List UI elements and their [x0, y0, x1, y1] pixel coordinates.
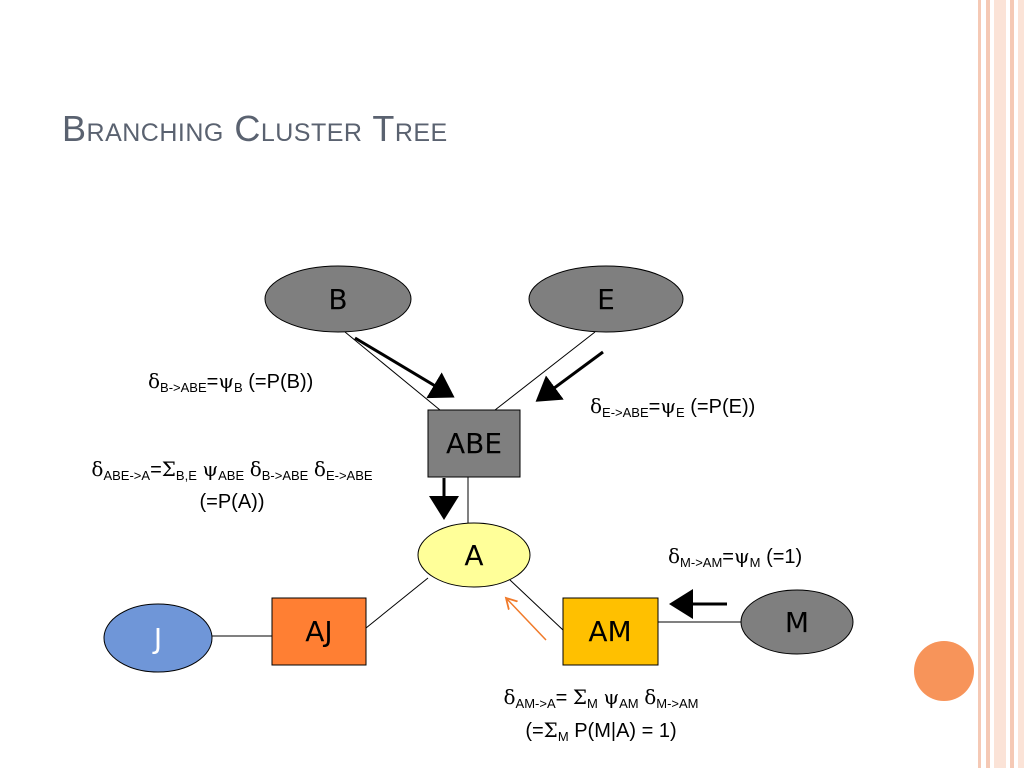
- message-abe-to-a: δABE->A=ΣB,E ψABE δB->ABE δE->ABE (=P(A)…: [52, 456, 412, 515]
- message-am-to-a-note: (=ΣM P(M|A) = 1): [525, 718, 677, 744]
- arrow-e-to-abe: [535, 350, 604, 402]
- message-b-to-abe: δB->ABE=ψB (=P(B)): [148, 369, 314, 395]
- node-m-label: M: [785, 606, 809, 639]
- slide-title: Branching Cluster Tree: [62, 108, 448, 149]
- node-abe: ABE: [427, 409, 521, 478]
- arrow-am-to-a: [506, 598, 547, 641]
- node-b-label: B: [328, 283, 347, 316]
- node-m: M: [740, 589, 854, 655]
- node-am-label: AM: [588, 615, 631, 648]
- node-b: B: [264, 265, 412, 333]
- edge-a-am: [509, 579, 564, 631]
- node-a-label: A: [464, 539, 483, 572]
- node-j-label: J: [152, 622, 162, 655]
- arrow-b-to-abe: [354, 336, 455, 399]
- node-abe-label: ABE: [446, 427, 502, 460]
- decorative-orange-circle: [914, 641, 974, 701]
- decorative-stripes: [978, 0, 1024, 768]
- edge-e-abe: [494, 331, 596, 411]
- edge-b-abe: [344, 331, 441, 411]
- edge-a-aj: [365, 577, 429, 629]
- message-am-to-a: δAM->A= ΣM ψAM δM->AM (=ΣM P(M|A) = 1): [456, 684, 746, 750]
- message-am-to-a-formula: δAM->A= ΣM ψAM δM->AM: [503, 685, 699, 711]
- node-aj-label: AJ: [305, 615, 332, 648]
- node-j: J: [103, 603, 213, 673]
- message-m-to-am: δM->AM=ψM (=1): [668, 544, 803, 570]
- message-abe-to-a-note: (=P(A)): [199, 491, 265, 513]
- node-am: AM: [562, 597, 659, 666]
- node-aj: AJ: [271, 597, 367, 666]
- node-e: E: [528, 265, 684, 333]
- node-e-label: E: [597, 283, 615, 316]
- node-a: A: [417, 522, 531, 588]
- message-abe-to-a-formula: δABE->A=ΣB,E ψABE δB->ABE δE->ABE: [91, 457, 373, 483]
- message-e-to-abe: δE->ABE=ψE (=P(E)): [590, 394, 756, 420]
